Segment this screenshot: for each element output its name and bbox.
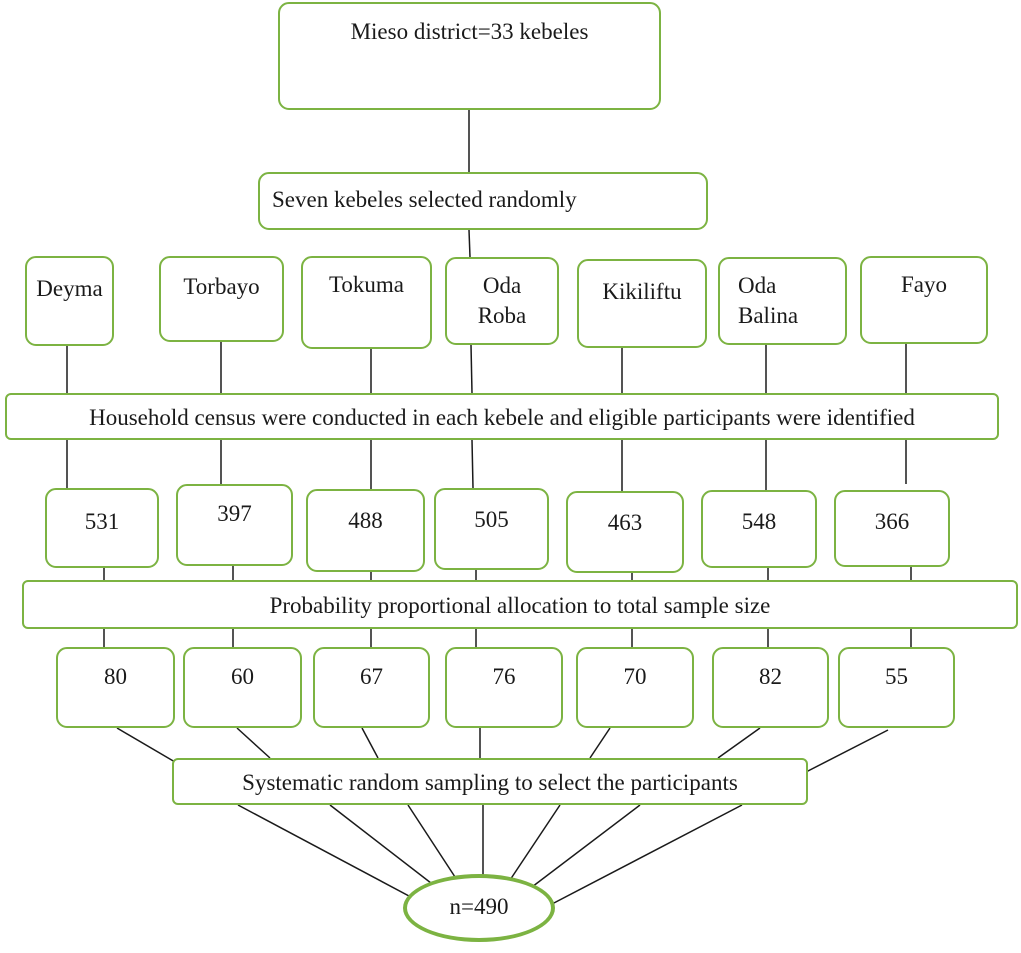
household-count: 488 xyxy=(348,508,383,533)
households-box-torbayo: 397 xyxy=(176,484,293,566)
connector-60-sampling xyxy=(236,727,271,759)
kebele-box-oda-balina: Oda Balina xyxy=(718,257,847,345)
sampling-label: Systematic random sampling to select the… xyxy=(242,770,738,795)
selection-label: Seven kebeles selected randomly xyxy=(272,187,577,212)
kebele-box-fayo: Fayo xyxy=(860,256,988,344)
connector-55-sampling xyxy=(805,729,889,773)
kebele-name: Fayo xyxy=(901,272,947,297)
kebele-name: Tokuma xyxy=(328,272,405,297)
connector-census-505 xyxy=(471,439,474,489)
sample-size: 76 xyxy=(492,664,516,689)
household-count: 548 xyxy=(741,509,777,534)
sample-box-fayo: 55 xyxy=(838,647,955,728)
total-sample-ellipse: n=490 xyxy=(403,874,555,942)
kebele-box-deyma: Deyma xyxy=(25,256,114,346)
household-count: 366 xyxy=(874,509,910,534)
connector-oda-roba-census xyxy=(470,344,473,394)
kebele-name: Kikiliftu xyxy=(602,279,682,304)
sample-size: 55 xyxy=(885,664,908,689)
kebele-box-tokuma: Tokuma xyxy=(301,256,432,349)
kebele-name: Torbayo xyxy=(183,274,260,299)
kebele-name: Oda Roba xyxy=(477,273,527,328)
fan-line-2 xyxy=(329,804,441,891)
census-box: Household census were conducted in each … xyxy=(5,393,999,440)
selection-box: Seven kebeles selected randomly xyxy=(258,172,708,230)
sample-box-kikiliftu: 70 xyxy=(576,647,694,728)
connector-82-sampling xyxy=(717,727,761,759)
kebele-box-oda-roba: Oda Roba xyxy=(445,257,559,345)
households-box-oda-roba: 505 xyxy=(434,488,549,570)
households-box-tokuma: 488 xyxy=(306,489,425,572)
sample-size: 82 xyxy=(759,664,782,689)
fan-line-7 xyxy=(551,804,743,905)
fan-line-5 xyxy=(509,804,561,881)
sample-box-oda-balina: 82 xyxy=(712,647,829,728)
connector-80-sampling xyxy=(116,727,176,763)
sample-box-tokuma: 67 xyxy=(313,647,430,728)
total-sample-label: n=490 xyxy=(449,894,509,919)
sample-box-torbayo: 60 xyxy=(183,647,302,728)
sample-size: 60 xyxy=(231,664,254,689)
fan-line-6 xyxy=(527,804,641,891)
kebele-name: Deyma xyxy=(36,276,103,301)
household-count: 505 xyxy=(474,507,509,532)
household-count: 463 xyxy=(607,510,643,535)
household-count: 397 xyxy=(217,501,252,526)
census-label: Household census were conducted in each … xyxy=(89,405,915,430)
sample-box-deyma: 80 xyxy=(56,647,175,728)
sample-size: 70 xyxy=(623,664,647,689)
household-count: 531 xyxy=(84,509,120,534)
district-label: Mieso district=33 kebeles xyxy=(350,19,589,44)
households-box-oda-balina: 548 xyxy=(701,490,817,568)
connector-selection-oda-roba xyxy=(468,229,471,258)
connector-67-sampling xyxy=(361,727,379,759)
kebele-box-torbayo: Torbayo xyxy=(159,256,284,342)
kebele-box-kikiliftu: Kikiliftu xyxy=(577,259,707,348)
sampling-box: Systematic random sampling to select the… xyxy=(172,758,808,805)
fan-line-1 xyxy=(237,804,425,905)
sample-size: 80 xyxy=(104,664,127,689)
households-box-deyma: 531 xyxy=(45,488,159,568)
allocation-box: Probability proportional allocation to t… xyxy=(22,580,1018,629)
households-box-fayo: 366 xyxy=(834,490,950,567)
sample-box-oda-roba: 76 xyxy=(445,647,563,728)
households-box-kikiliftu: 463 xyxy=(566,491,684,573)
kebele-name: Oda Balina xyxy=(738,273,799,328)
sample-size: 67 xyxy=(360,664,383,689)
district-box: Mieso district=33 kebeles xyxy=(278,2,661,110)
fan-line-3 xyxy=(407,804,458,881)
connector-70-sampling xyxy=(589,727,611,759)
allocation-label: Probability proportional allocation to t… xyxy=(269,593,771,618)
